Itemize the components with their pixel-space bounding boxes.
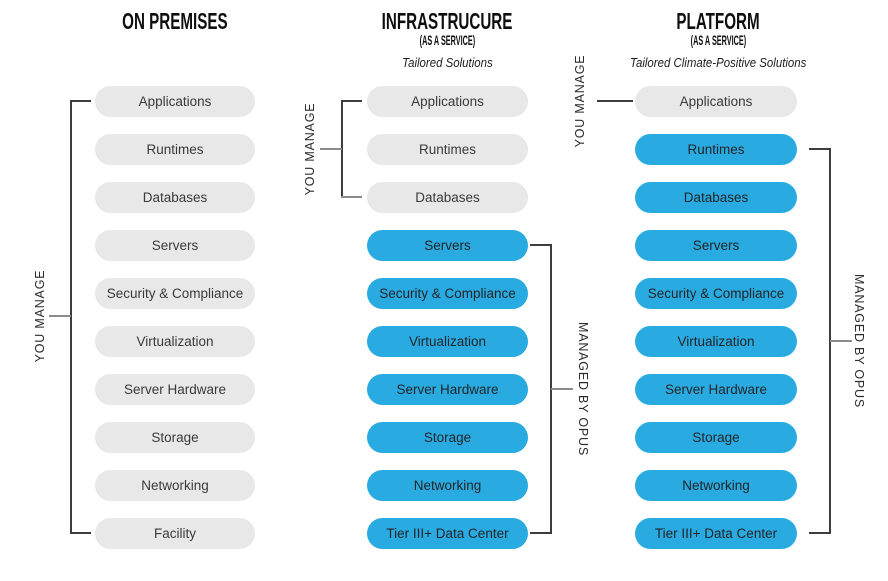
bracket-tick-top (341, 100, 362, 102)
bracket-tick-top (70, 100, 91, 102)
pill-security-compliance: Security & Compliance (367, 278, 528, 309)
bracket-tick-bottom (809, 532, 830, 534)
pill-server-hardware: Server Hardware (635, 374, 797, 405)
pill-runtimes: Runtimes (635, 134, 797, 165)
pill-databases: Databases (635, 182, 797, 213)
pill-virtualization: Virtualization (367, 326, 528, 357)
bracket-vertical-line (829, 148, 831, 534)
pill-networking: Networking (635, 470, 797, 501)
pill-applications: Applications (635, 86, 797, 117)
pill-virtualization: Virtualization (635, 326, 797, 357)
pill-runtimes: Runtimes (367, 134, 528, 165)
pill-server-hardware: Server Hardware (95, 374, 255, 405)
column-header-iaas: INFRASTRUCURE (AS A SERVICE) Tailored So… (347, 10, 547, 71)
you-manage-label: YOU MANAGE (303, 102, 317, 196)
bracket-tick-bottom (341, 196, 362, 198)
pill-applications: Applications (95, 86, 255, 117)
column-tagline: Tailored Climate-Positive Solutions (630, 55, 807, 70)
label-connector-line (830, 340, 852, 342)
pill-applications: Applications (367, 86, 528, 117)
pill-networking: Networking (367, 470, 528, 501)
pill-databases: Databases (95, 182, 255, 213)
column-title: ON PREMISES (122, 8, 228, 34)
pill-storage: Storage (635, 422, 797, 453)
bracket-tick-top (530, 244, 551, 246)
managed-by-opus-label: MANAGED BY OPUS (852, 273, 866, 409)
bracket-tick-bottom (530, 532, 551, 534)
you-manage-label: YOU MANAGE (573, 54, 587, 148)
pill-storage: Storage (367, 422, 528, 453)
bracket-vertical-line (70, 100, 72, 533)
pill-server-hardware: Server Hardware (367, 374, 528, 405)
pill-servers: Servers (95, 230, 255, 261)
label-connector-line (49, 315, 71, 317)
pill-runtimes: Runtimes (95, 134, 255, 165)
pill-tier-3-data-center: Tier III+ Data Center (635, 518, 797, 549)
bracket-tick-top (809, 148, 830, 150)
managed-by-opus-label: MANAGED BY OPUS (576, 321, 590, 457)
label-connector-line (320, 148, 342, 150)
label-connector-line (597, 100, 633, 102)
you-manage-label: YOU MANAGE (33, 269, 47, 363)
label-connector-line (551, 388, 573, 390)
pill-servers: Servers (367, 230, 528, 261)
pill-storage: Storage (95, 422, 255, 453)
column-subtitle: (AS A SERVICE) (690, 32, 746, 48)
pill-virtualization: Virtualization (95, 326, 255, 357)
column-title: PLATFORM (676, 8, 760, 34)
pill-security-compliance: Security & Compliance (95, 278, 255, 309)
column-header-on-premises: ON PREMISES (75, 10, 275, 33)
column-subtitle: (AS A SERVICE) (419, 32, 475, 48)
bracket-vertical-line (550, 244, 552, 534)
pill-networking: Networking (95, 470, 255, 501)
column-header-paas: PLATFORM (AS A SERVICE) Tailored Climate… (618, 10, 818, 71)
bracket-tick-bottom (70, 532, 91, 534)
pill-databases: Databases (367, 182, 528, 213)
pill-security-compliance: Security & Compliance (635, 278, 797, 309)
pill-servers: Servers (635, 230, 797, 261)
column-title: INFRASTRUCURE (381, 8, 513, 34)
pill-facility: Facility (95, 518, 255, 549)
pill-tier-3-data-center: Tier III+ Data Center (367, 518, 528, 549)
column-tagline: Tailored Solutions (401, 55, 493, 70)
